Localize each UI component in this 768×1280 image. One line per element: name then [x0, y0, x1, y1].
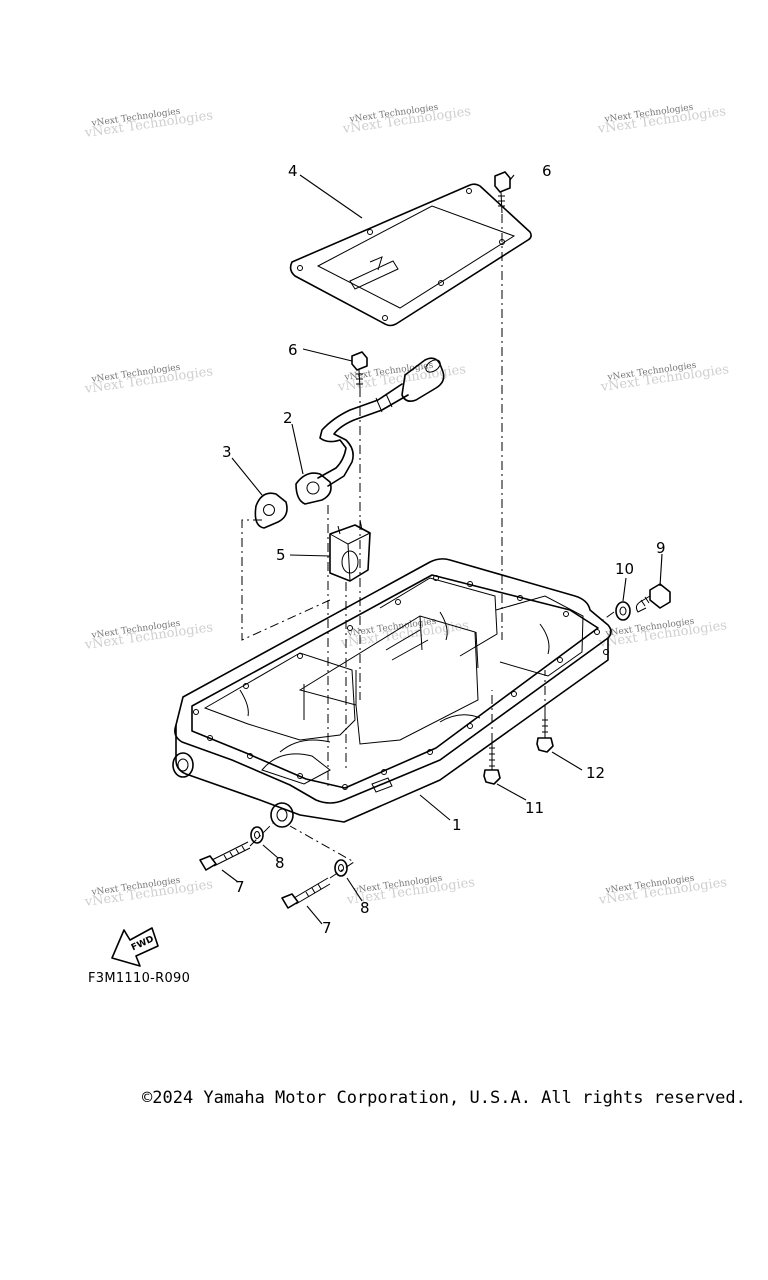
watermark: vNext Technologies vNext Technologies — [339, 617, 470, 652]
part-1-oil-pan — [172, 558, 612, 828]
part-7-bolt-left — [199, 841, 251, 871]
copyright-notice: ©2024 Yamaha Motor Corporation, U.S.A. A… — [142, 1088, 746, 1108]
watermark: vNext Technologies vNext Technologies — [83, 876, 214, 911]
watermark: vNext Technologies vNext Technologies — [341, 103, 472, 138]
part-5-grommet — [329, 519, 371, 582]
callout-6: 6 — [542, 162, 552, 180]
callout-labels: 1 2 3 4 5 6 6 7 7 8 8 9 10 11 12 — [222, 162, 666, 937]
callout-9: 9 — [656, 539, 666, 557]
watermark: vNext Technologies vNext Technologies — [83, 363, 214, 398]
part-3-gasket — [254, 492, 288, 529]
part-4-cover-plate — [289, 183, 532, 327]
watermark: vNext Technologies vNext Technologies — [596, 103, 727, 138]
callout-7: 7 — [322, 919, 332, 937]
callout-6: 6 — [288, 341, 298, 359]
diagram-reference-code: F3M1110-R090 — [88, 971, 191, 986]
pan-bolt-holes — [193, 575, 609, 790]
callout-7: 7 — [235, 878, 245, 896]
callout-2: 2 — [283, 409, 293, 427]
part-10-washer — [615, 601, 631, 621]
callout-1: 1 — [452, 816, 462, 834]
watermark: vNext Technologies vNext Technologies — [83, 619, 214, 654]
assembly-lines — [241, 214, 615, 879]
watermark: vNext Technologies vNext Technologies — [336, 361, 467, 396]
watermark: vNext Technologies vNext Technologies — [597, 617, 728, 652]
callout-12: 12 — [586, 764, 605, 782]
watermark: vNext Technologies vNext Technologies — [599, 361, 730, 396]
callout-11: 11 — [525, 799, 544, 817]
callout-8: 8 — [360, 899, 370, 917]
part-9-plug — [635, 583, 671, 613]
callout-3: 3 — [222, 443, 232, 461]
watermark: vNext Technologies vNext Technologies — [83, 107, 214, 142]
part-2-oil-pipe — [295, 357, 445, 505]
leader-lines — [221, 174, 663, 925]
part-6-bolt-middle — [351, 351, 368, 389]
part-7-bolt-right — [281, 877, 331, 909]
fwd-arrow-icon: FWD — [111, 927, 159, 967]
part-6-bolt-upper — [494, 171, 511, 214]
callout-8: 8 — [275, 854, 285, 872]
part-12-bolt — [536, 714, 554, 753]
callout-4: 4 — [288, 162, 298, 180]
callout-5: 5 — [276, 546, 286, 564]
part-11-bolt — [483, 742, 501, 785]
callout-10: 10 — [615, 560, 634, 578]
part-8-washer-left — [250, 826, 264, 844]
watermark: vNext Technologies vNext Technologies — [597, 874, 728, 909]
part-8-washer-right — [334, 859, 348, 877]
